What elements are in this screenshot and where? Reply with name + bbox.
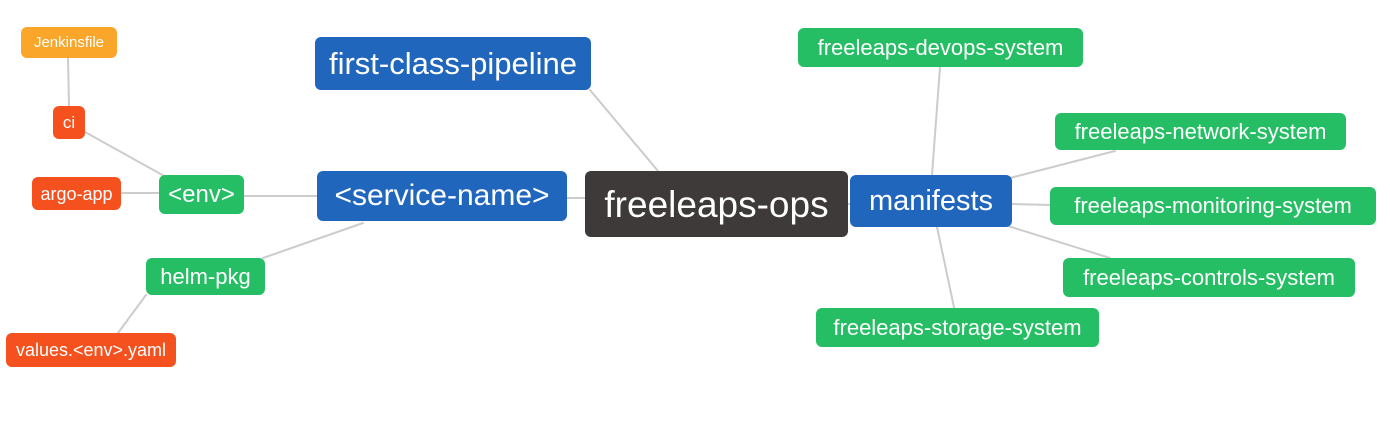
node-network-system[interactable]: freeleaps-network-system	[1055, 113, 1346, 150]
node-jenkinsfile[interactable]: Jenkinsfile	[21, 27, 117, 58]
node-storage-system[interactable]: freeleaps-storage-system	[816, 308, 1099, 347]
edge-manifests-controls-system	[1007, 225, 1111, 259]
edge-manifests-monitoring-system	[1011, 203, 1053, 206]
edge-service-name-helm-pkg	[262, 222, 364, 259]
edge-manifests-storage-system	[936, 226, 956, 313]
edge-first-class-pipeline-ops	[589, 89, 659, 172]
edge-manifests-devops-system	[931, 66, 941, 176]
node-service-name[interactable]: <service-name>	[317, 171, 567, 221]
node-values-env-yaml[interactable]: values.<env>.yaml	[6, 333, 176, 367]
node-helm-pkg[interactable]: helm-pkg	[146, 258, 265, 295]
node-env[interactable]: <env>	[159, 175, 244, 214]
node-argo-app[interactable]: argo-app	[32, 177, 121, 210]
node-manifests[interactable]: manifests	[850, 175, 1012, 227]
node-devops-system[interactable]: freeleaps-devops-system	[798, 28, 1083, 67]
edge-helm-pkg-values-env-yaml	[117, 294, 147, 334]
edge-jenkinsfile-ci	[67, 57, 70, 107]
edge-manifests-network-system	[1009, 150, 1116, 179]
node-monitoring-system[interactable]: freeleaps-monitoring-system	[1050, 187, 1376, 225]
node-ci[interactable]: ci	[53, 106, 85, 139]
edge-ci-env	[84, 131, 167, 178]
node-first-class-pipeline[interactable]: first-class-pipeline	[315, 37, 591, 90]
node-freeleaps-ops[interactable]: freeleaps-ops	[585, 171, 848, 237]
node-controls-system[interactable]: freeleaps-controls-system	[1063, 258, 1355, 297]
